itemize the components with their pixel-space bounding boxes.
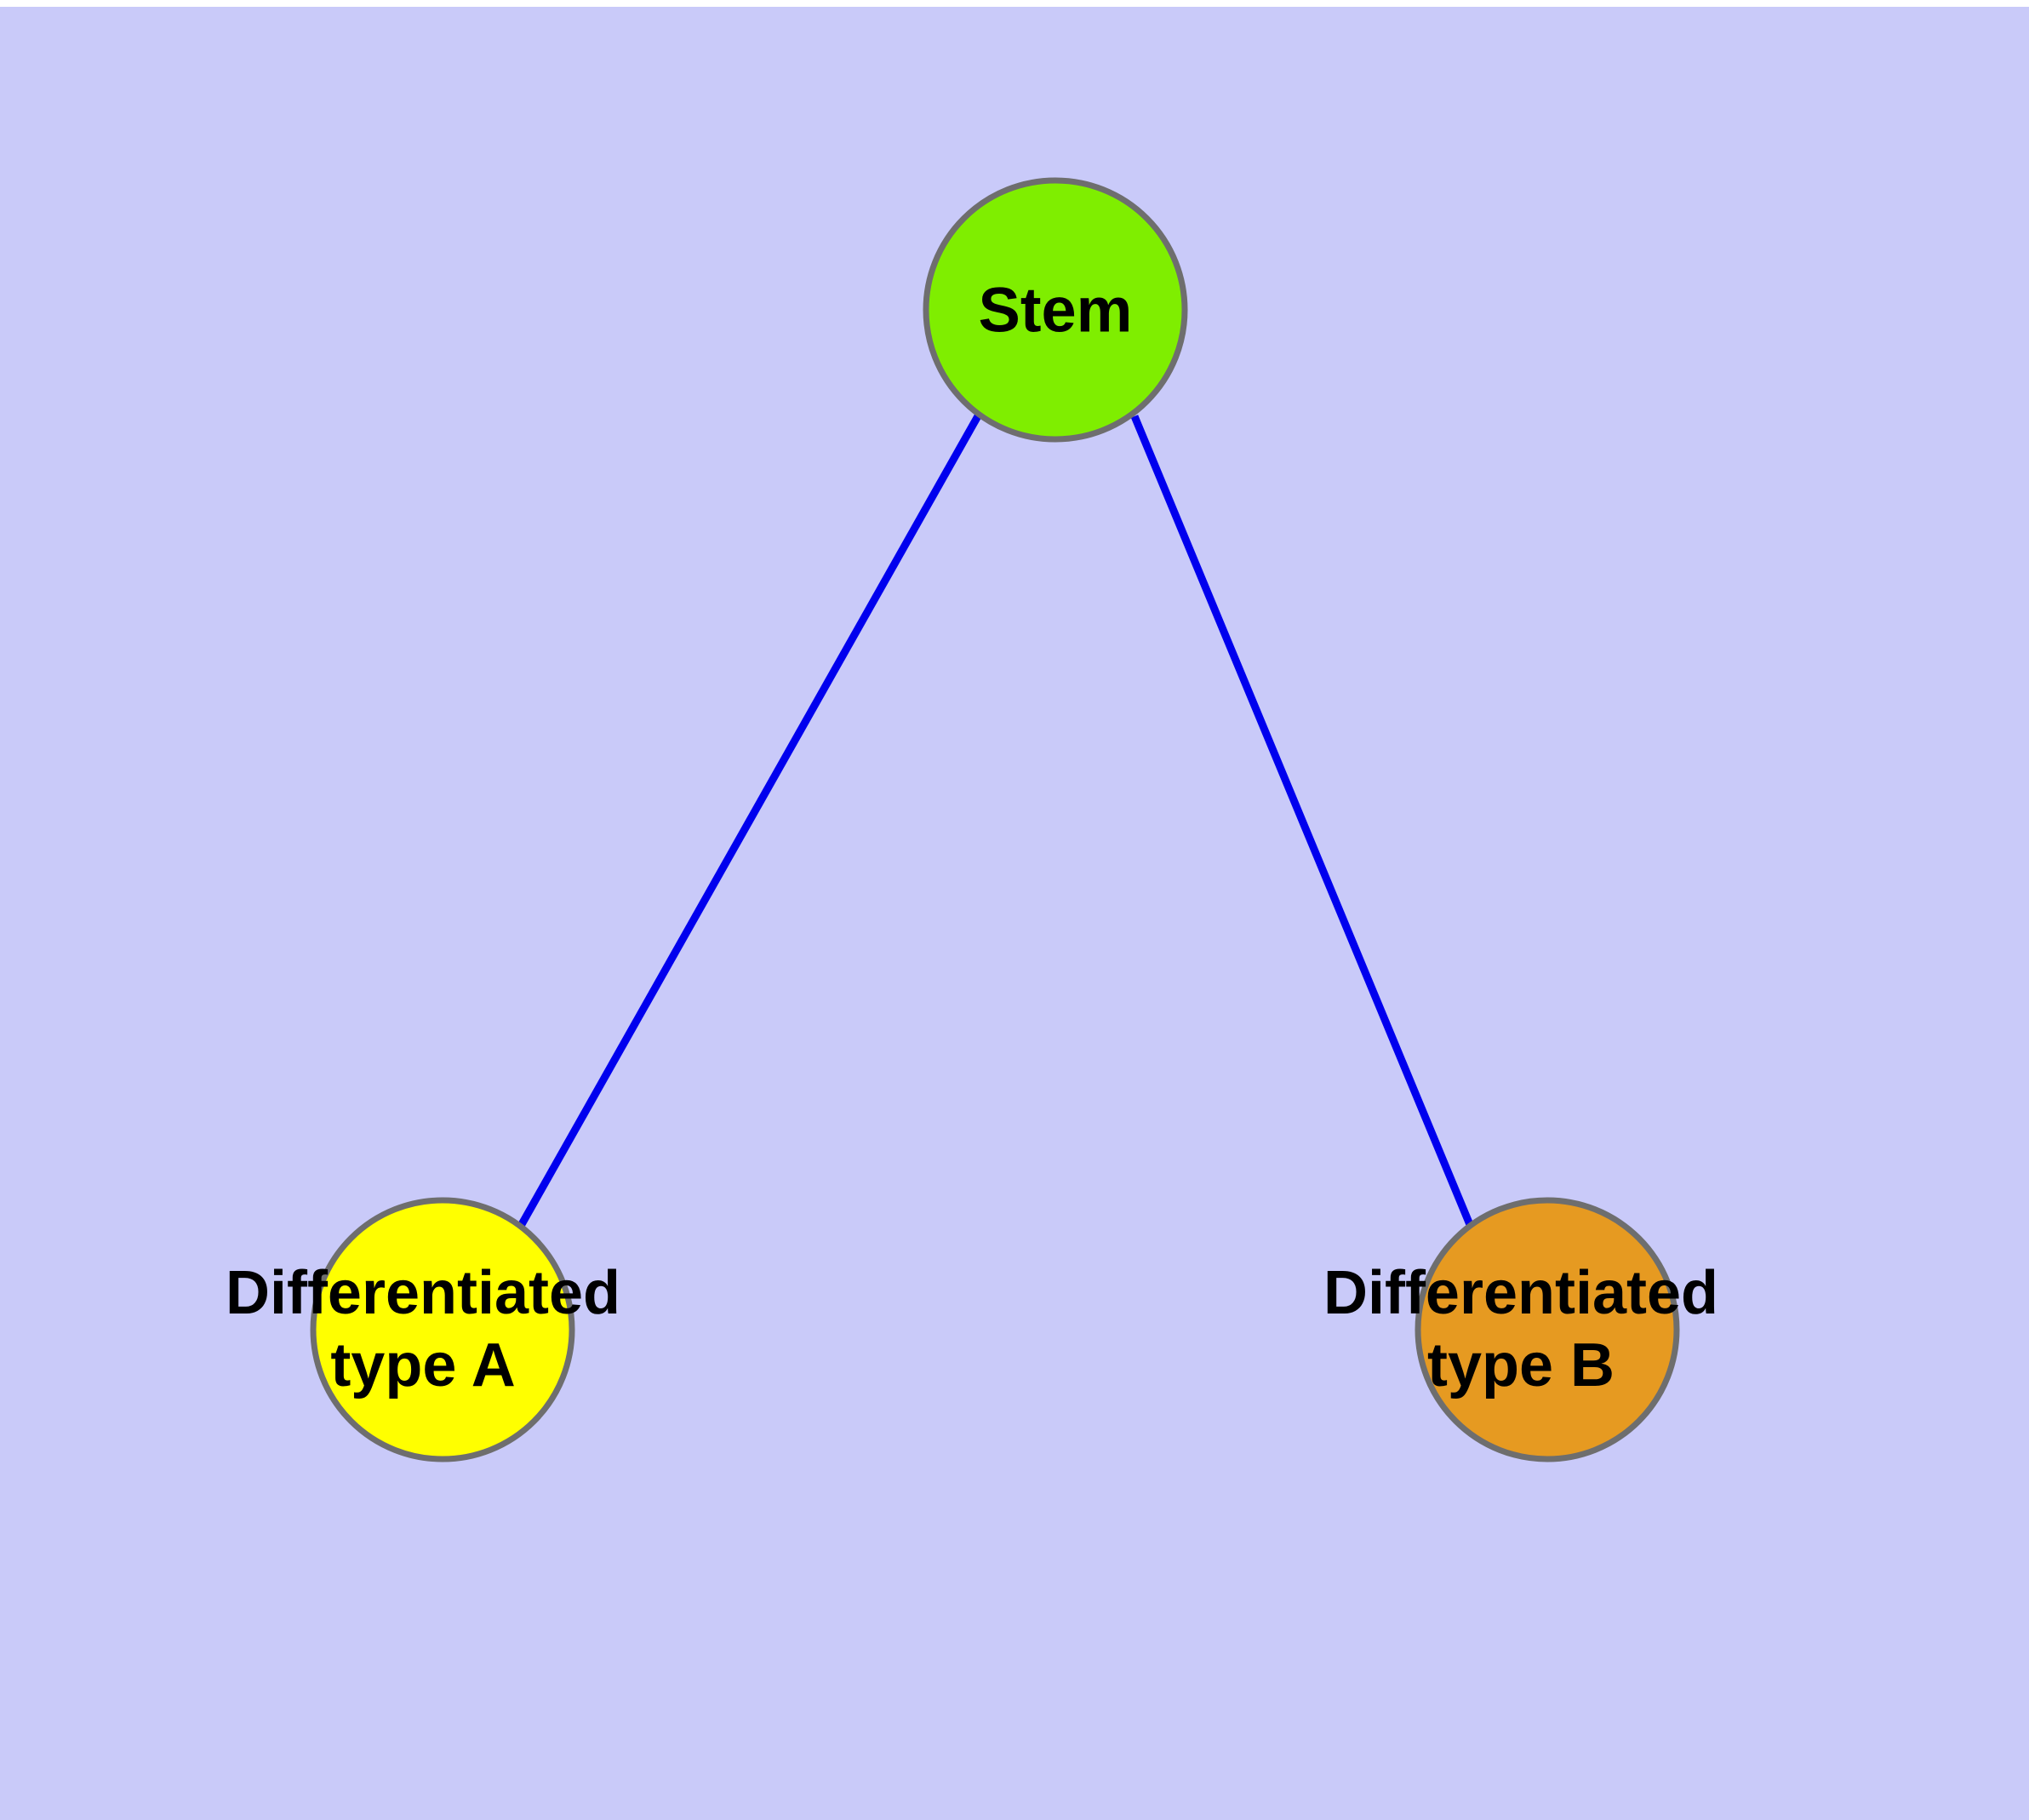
- graph-svg: [310, 177, 1680, 1462]
- graph-edge-stem-to-a: [517, 412, 982, 1228]
- graph-node-diff_b[interactable]: [1415, 1197, 1680, 1462]
- graph-node-stem[interactable]: [923, 177, 1188, 443]
- graph-node-diff_a[interactable]: [310, 1197, 575, 1462]
- nodes-layer: [310, 177, 1680, 1462]
- edges-layer: [517, 412, 1475, 1228]
- graph-edge-stem-to-b: [1130, 415, 1475, 1228]
